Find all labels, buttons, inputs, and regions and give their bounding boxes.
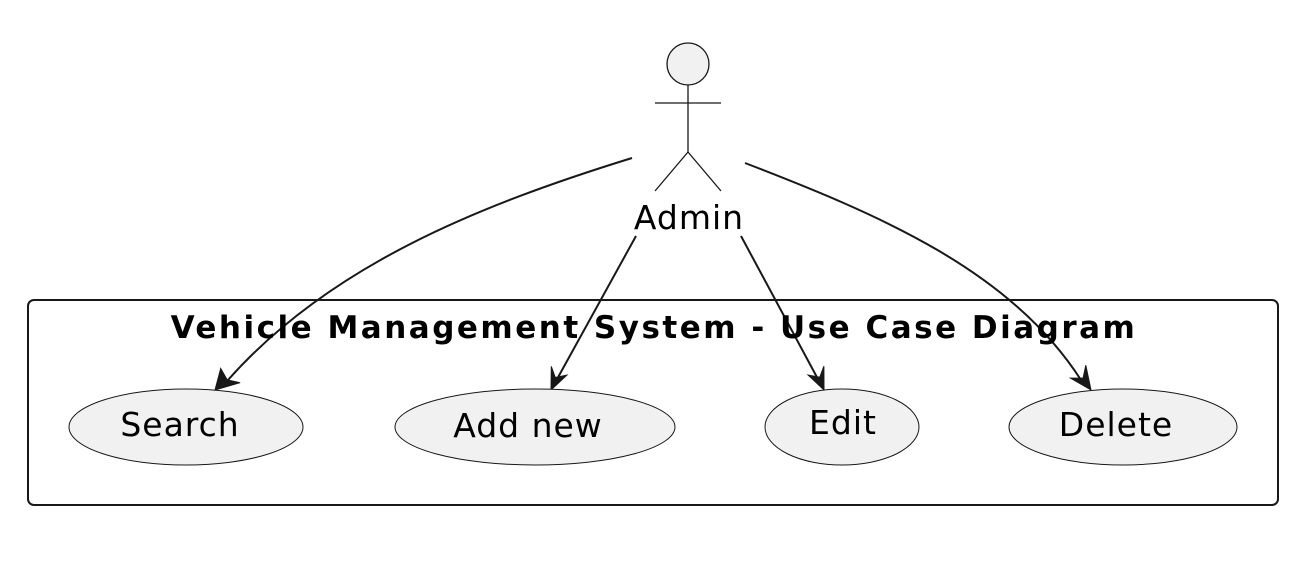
actor-admin[interactable]: Admin xyxy=(634,42,744,237)
use-case-edit-label: Edit xyxy=(809,403,877,442)
actor-label: Admin xyxy=(634,198,744,237)
use-case-search[interactable]: Search xyxy=(68,388,304,466)
actor-head-icon xyxy=(666,42,710,86)
actor-right-leg xyxy=(687,151,722,192)
use-case-edit-ellipse xyxy=(764,388,920,466)
use-case-delete-label: Delete xyxy=(1059,405,1173,444)
arrowhead-search xyxy=(214,367,241,391)
use-case-add-new[interactable]: Add new xyxy=(394,388,676,466)
arrowhead-add-new xyxy=(550,366,569,392)
use-case-delete-ellipse xyxy=(1008,388,1238,466)
use-case-search-ellipse xyxy=(68,388,304,466)
system-boundary-title: Vehicle Management System - Use Case Dia… xyxy=(171,310,1138,346)
use-case-delete[interactable]: Delete xyxy=(1008,388,1238,466)
association-admin-search xyxy=(227,157,633,381)
arrowhead-delete xyxy=(1068,365,1092,391)
use-case-edit[interactable]: Edit xyxy=(764,388,920,466)
association-admin-add-new xyxy=(555,235,637,382)
actor-left-leg xyxy=(654,151,689,192)
use-case-add-new-label: Add new xyxy=(453,406,603,445)
use-case-add-new-ellipse xyxy=(394,388,676,466)
use-case-search-label: Search xyxy=(120,405,239,444)
association-admin-edit xyxy=(740,235,820,382)
system-boundary xyxy=(27,299,1279,506)
association-admin-delete xyxy=(744,162,1082,381)
arrowhead-edit xyxy=(806,366,825,392)
associations xyxy=(214,157,1092,392)
